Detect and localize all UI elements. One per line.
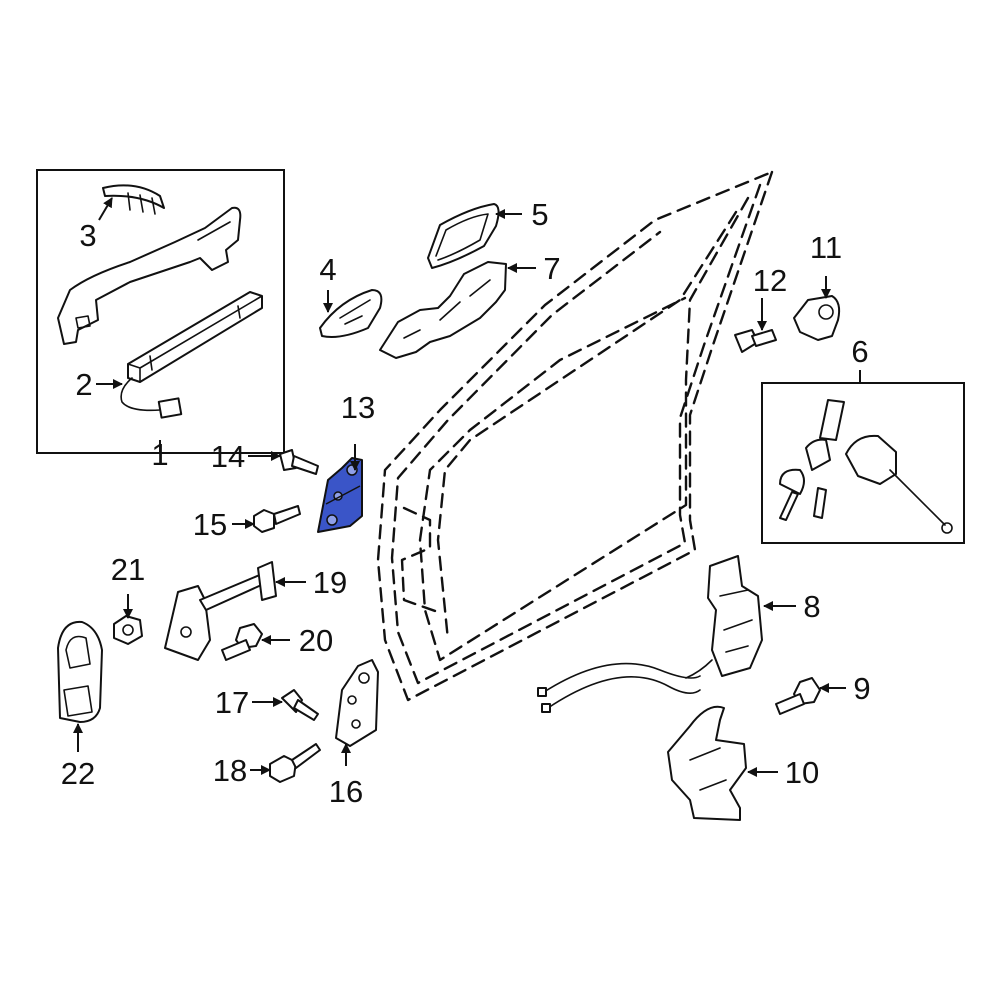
part-17-bolt [281,689,319,721]
callout-15: 15 [193,507,227,542]
part-5-gasket [427,203,500,269]
callout-22: 22 [61,756,95,791]
callout-14: 14 [211,439,245,474]
part-2-handle-base [120,291,263,419]
latch-cables [537,662,701,713]
part-3-handle-cover [102,184,165,215]
callout-19: 19 [313,565,347,600]
part-6-lock-cylinder-set [779,399,953,534]
callout-8: 8 [803,589,820,624]
part-14-bolt [279,449,319,475]
part-22-bumper [57,620,103,723]
callout-10: 10 [785,755,819,790]
callout-16: 16 [329,774,363,809]
part-10-latch-bracket [667,705,747,821]
callout-18: 18 [213,753,247,788]
callout-5: 5 [531,197,548,232]
part-21-nut [113,615,143,645]
group-box-1 [36,169,285,454]
part-12-bolt [734,329,777,353]
callout-3: 3 [79,218,96,253]
part-19-door-check [164,561,277,661]
callout-20: 20 [299,623,333,658]
leader-lines [73,197,846,777]
callout-17: 17 [215,685,249,720]
callout-1: 1 [151,437,168,472]
part-11-striker [793,295,841,341]
part-20-bolt [221,623,263,661]
callout-13: 13 [341,390,375,425]
callout-9: 9 [853,671,870,706]
part-18-bolt [269,743,321,783]
part-8-latch [685,555,763,679]
callout-12: 12 [753,263,787,298]
callout-11: 11 [810,230,842,265]
part-9-bolt [775,677,821,715]
part-16-hinge [335,659,379,747]
door-frame-outline [376,170,774,702]
callout-4: 4 [319,252,336,287]
callout-21: 21 [111,552,145,587]
callout-2: 2 [75,367,92,402]
part-7-handle-frame [379,261,507,359]
part-15-bolt [253,505,301,533]
callout-6: 6 [851,334,868,369]
part-1-outside-handle [57,206,242,345]
part-4-cylinder-cover [319,289,383,338]
group-box-6 [761,370,965,544]
callout-7: 7 [543,251,560,286]
callout-labels: 1 2 3 4 5 6 7 8 9 10 11 12 13 14 15 16 1… [61,197,871,809]
